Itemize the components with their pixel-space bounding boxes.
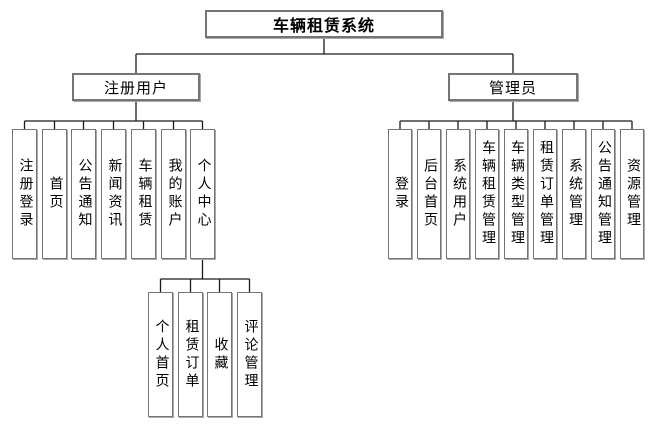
node-label: 公告通知 <box>76 158 92 230</box>
node-label: 车辆租赁 <box>136 158 152 230</box>
node-announcement-mgmt: 公告通知管理 <box>591 129 615 259</box>
node-label: 新闻资讯 <box>106 158 122 230</box>
node-label: 车辆类型管理 <box>509 140 524 248</box>
node-rental-order: 租赁订单 <box>178 292 203 417</box>
node-label: 管理员 <box>488 80 537 97</box>
node-backend-home: 后台首页 <box>417 129 441 259</box>
node-login: 登录 <box>388 129 412 259</box>
node-my-account: 我的账户 <box>161 129 186 259</box>
node-label: 首页 <box>47 176 63 212</box>
node-label: 我的账户 <box>166 158 182 230</box>
node-registered-user: 注册用户 <box>72 73 200 101</box>
node-label: 系统管理 <box>567 158 582 230</box>
node-personal-center: 个人中心 <box>190 129 215 259</box>
node-announcement: 公告通知 <box>71 129 96 259</box>
node-vehicle-rental: 车辆租赁 <box>131 129 156 259</box>
node-register-login: 注册登录 <box>12 129 37 259</box>
node-label: 注册用户 <box>103 80 168 97</box>
node-home: 首页 <box>42 129 67 259</box>
node-label: 车辆租赁系统 <box>272 18 375 35</box>
node-label: 个人首页 <box>153 318 169 391</box>
node-label: 租赁订单管理 <box>538 140 553 248</box>
node-label: 注册登录 <box>17 158 33 230</box>
node-root-vehicle-rental-system: 车辆租赁系统 <box>205 10 443 38</box>
node-label: 登录 <box>393 176 408 212</box>
node-administrator: 管理员 <box>448 73 578 101</box>
node-label: 租赁订单 <box>183 318 199 391</box>
node-label: 后台首页 <box>422 158 437 230</box>
node-label: 收藏 <box>212 336 228 373</box>
node-vehicle-rental-mgmt: 车辆租赁管理 <box>475 129 499 259</box>
node-label: 资源管理 <box>625 158 640 230</box>
node-label: 公告通知管理 <box>596 140 611 248</box>
node-resource-mgmt: 资源管理 <box>620 129 644 259</box>
node-rental-order-mgmt: 租赁订单管理 <box>533 129 557 259</box>
node-comment-mgmt: 评论管理 <box>237 292 262 417</box>
node-label: 个人中心 <box>195 158 211 230</box>
node-system-mgmt: 系统管理 <box>562 129 586 259</box>
node-system-user: 系统用户 <box>446 129 470 259</box>
node-label: 车辆租赁管理 <box>480 140 495 248</box>
node-label: 系统用户 <box>451 158 466 230</box>
node-news: 新闻资讯 <box>101 129 126 259</box>
node-personal-home: 个人首页 <box>148 292 173 417</box>
node-favorites: 收藏 <box>207 292 232 417</box>
node-vehicle-type-mgmt: 车辆类型管理 <box>504 129 528 259</box>
node-label: 评论管理 <box>242 318 258 391</box>
